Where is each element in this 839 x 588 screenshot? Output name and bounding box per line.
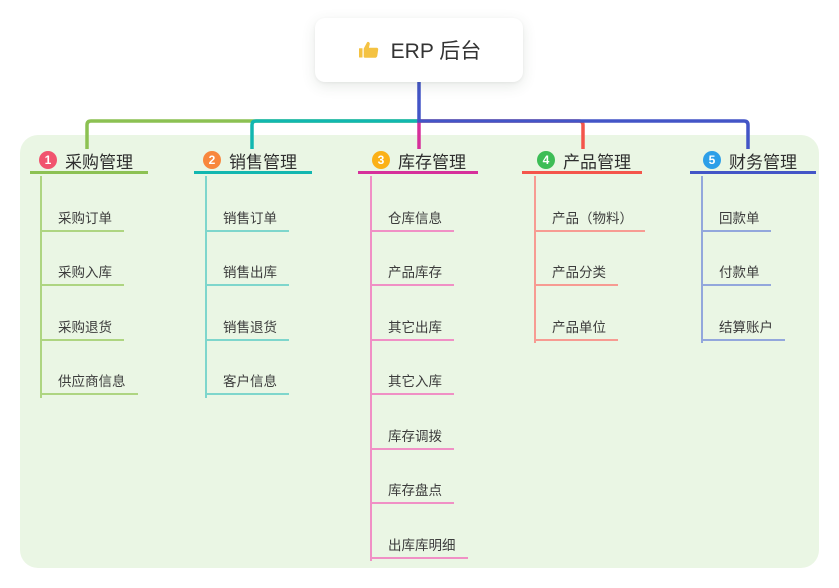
child-node-label: 客户信息 [223, 374, 277, 389]
child-node[interactable]: 销售退货 [205, 318, 289, 341]
branch-number-badge: 2 [203, 151, 221, 169]
branch-node-label: 采购管理 [65, 152, 133, 172]
child-node[interactable]: 仓库信息 [370, 209, 454, 232]
child-node-label: 供应商信息 [58, 374, 126, 389]
child-node-label: 出库库明细 [388, 538, 456, 553]
branch-node-label: 库存管理 [398, 152, 466, 172]
child-node-label: 销售出库 [223, 265, 277, 280]
branch-number-badge: 4 [537, 151, 555, 169]
child-node[interactable]: 库存调拨 [370, 427, 454, 450]
branch-trunk-line [534, 176, 536, 343]
branch-trunk-line [370, 176, 372, 561]
child-node-label: 库存调拨 [388, 429, 442, 444]
child-node-label: 结算账户 [719, 320, 773, 335]
child-node[interactable]: 付款单 [701, 263, 771, 286]
branch-node-sales[interactable]: 2 销售管理 [194, 149, 312, 174]
child-node-label: 销售订单 [223, 211, 277, 226]
child-node[interactable]: 库存盘点 [370, 481, 454, 504]
child-node[interactable]: 采购退货 [40, 318, 124, 341]
branch-node-label: 财务管理 [729, 152, 797, 172]
child-node[interactable]: 结算账户 [701, 318, 785, 341]
child-node[interactable]: 销售出库 [205, 263, 289, 286]
child-node[interactable]: 产品单位 [534, 318, 618, 341]
child-node-label: 采购退货 [58, 320, 112, 335]
child-node-label: 销售退货 [223, 320, 277, 335]
child-node-label: 库存盘点 [388, 483, 442, 498]
root-node-label: ERP 后台 [390, 40, 482, 63]
branch-node-purchase[interactable]: 1 采购管理 [30, 149, 148, 174]
branch-trunk-line [205, 176, 207, 398]
child-node-label: 付款单 [719, 265, 760, 280]
child-node[interactable]: 供应商信息 [40, 372, 138, 395]
child-node-label: 仓库信息 [388, 211, 442, 226]
branch-node-label: 产品管理 [563, 152, 631, 172]
child-node-label: 产品库存 [388, 265, 442, 280]
child-node[interactable]: 产品分类 [534, 263, 618, 286]
branch-node-finance[interactable]: 5 财务管理 [690, 149, 816, 174]
branch-node-product[interactable]: 4 产品管理 [522, 149, 642, 174]
branch-number-badge: 3 [372, 151, 390, 169]
branch-trunk-line [701, 176, 703, 343]
child-node[interactable]: 回款单 [701, 209, 771, 232]
child-node-label: 产品单位 [552, 320, 606, 335]
branch-number-badge: 5 [703, 151, 721, 169]
child-node-label: 其它入库 [388, 374, 442, 389]
branch-trunk-line [40, 176, 42, 398]
child-node-label: 产品分类 [552, 265, 606, 280]
child-node[interactable]: 采购入库 [40, 263, 124, 286]
mindmap-panel [20, 135, 819, 568]
branch-number-badge: 1 [39, 151, 57, 169]
child-node[interactable]: 其它入库 [370, 372, 454, 395]
child-node[interactable]: 出库库明细 [370, 536, 468, 559]
child-node-label: 采购入库 [58, 265, 112, 280]
child-node[interactable]: 其它出库 [370, 318, 454, 341]
child-node-label: 采购订单 [58, 211, 112, 226]
branch-node-label: 销售管理 [229, 152, 297, 172]
child-node[interactable]: 采购订单 [40, 209, 124, 232]
branch-node-inventory[interactable]: 3 库存管理 [358, 149, 478, 174]
child-node-label: 其它出库 [388, 320, 442, 335]
child-node[interactable]: 产品（物料） [534, 209, 645, 232]
child-node-label: 回款单 [719, 211, 760, 226]
root-node[interactable]: ERP 后台 [315, 18, 523, 82]
child-node[interactable]: 销售订单 [205, 209, 289, 232]
child-node[interactable]: 产品库存 [370, 263, 454, 286]
child-node[interactable]: 客户信息 [205, 372, 289, 395]
thumbs-up-icon [358, 41, 378, 58]
child-node-label: 产品（物料） [552, 211, 633, 226]
